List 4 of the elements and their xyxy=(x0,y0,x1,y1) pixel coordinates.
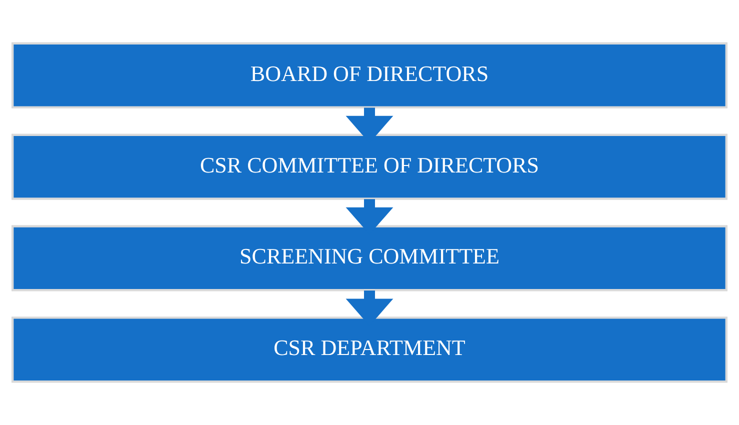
node-box: SCREENING COMMITTEE xyxy=(11,225,728,292)
node-box: CSR COMMITTEE OF DIRECTORS xyxy=(11,134,728,200)
node-box: CSR DEPARTMENT xyxy=(11,316,728,383)
node-box: BOARD OF DIRECTORS xyxy=(11,42,728,108)
